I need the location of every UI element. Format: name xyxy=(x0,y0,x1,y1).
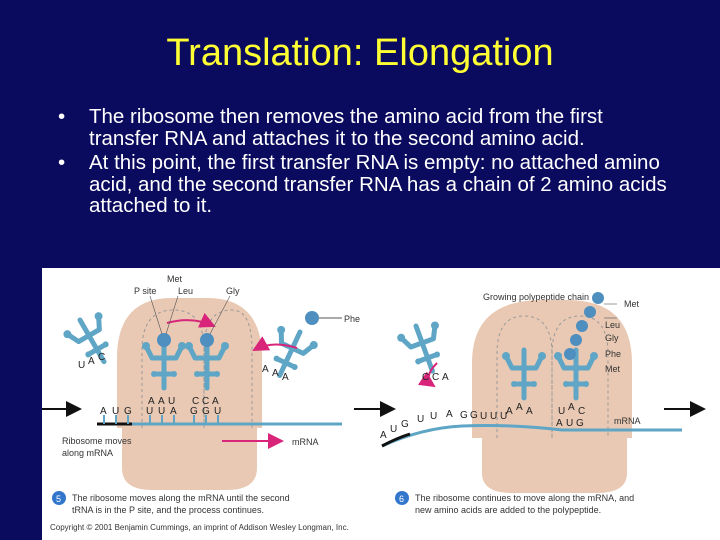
free-anticodon-a: A xyxy=(88,356,95,367)
codon-p-2: U xyxy=(158,406,165,417)
gly-label-left: Gly xyxy=(226,286,240,296)
p-anticodon-3: U xyxy=(168,396,175,407)
translation-figure: P site Met Leu Gly Phe U A C A A A A A U… xyxy=(42,268,720,540)
free-anticodon-r1: C xyxy=(422,372,429,383)
codon-a-r2: U xyxy=(566,418,573,429)
a-anticodon-3: A xyxy=(212,396,219,407)
leu-label-left: Leu xyxy=(178,286,193,296)
mrna-base-r4: U xyxy=(417,414,424,425)
a-anticodon-r3: C xyxy=(578,406,585,417)
codon-a-2: G xyxy=(202,406,210,417)
codon-a-1: G xyxy=(190,406,198,417)
amino-gly-left xyxy=(200,333,214,347)
p-anticodon-2: A xyxy=(158,396,165,407)
codon-p-3: A xyxy=(170,406,177,417)
incoming-anticodon-3: A xyxy=(282,372,289,383)
polypeptide-chain xyxy=(564,292,604,360)
met2-label-right: Met xyxy=(605,364,621,374)
exiting-trna-right xyxy=(395,318,453,378)
a-anticodon-r2: A xyxy=(568,402,575,413)
codon-p-1: U xyxy=(146,406,153,417)
codon-left-2: U xyxy=(112,406,119,417)
step-6-number: 6 xyxy=(399,494,404,504)
codon-a-r1: A xyxy=(556,418,563,429)
bullet-text: The ribosome then removes the amino acid… xyxy=(89,105,603,150)
a-anticodon-1: C xyxy=(192,396,199,407)
free-anticodon-r2: C xyxy=(432,372,439,383)
p-anticodon-r3: A xyxy=(526,406,533,417)
bullet-list: • The ribosome then removes the amino ac… xyxy=(58,106,678,220)
p-site-label: P site xyxy=(134,286,156,296)
p-anticodon-1: A xyxy=(148,396,155,407)
leu-label-right: Leu xyxy=(605,320,620,330)
free-anticodon-r3: A xyxy=(442,372,449,383)
mrna-base-r10: U xyxy=(490,411,497,422)
p-anticodon-r1: A xyxy=(506,406,513,417)
mrna-base-r3: G xyxy=(401,419,409,430)
caption-5-line2: tRNA is in the P site, and the process c… xyxy=(72,505,264,515)
along-mrna-label: along mRNA xyxy=(62,448,113,458)
caption-6-line1: The ribosome continues to move along the… xyxy=(415,493,634,503)
ribosome-right-base xyxy=(482,438,627,493)
ribosome-moves-label: Ribosome moves xyxy=(62,436,132,446)
codon-a-r3: G xyxy=(576,418,584,429)
incoming-anticodon-2: A xyxy=(272,368,279,379)
amino-phe-left xyxy=(305,311,319,325)
ribosome-left xyxy=(117,298,262,428)
a-anticodon-2: C xyxy=(202,396,209,407)
mrna-base-r9: U xyxy=(480,411,487,422)
codon-left-3: G xyxy=(124,406,132,417)
step-6-badge xyxy=(395,491,409,505)
a-anticodon-r1: U xyxy=(558,406,565,417)
incoming-trna xyxy=(260,323,320,385)
phe-label-left: Phe xyxy=(344,314,360,324)
left-panel: P site Met Leu Gly Phe U A C A A A A A U… xyxy=(42,274,360,515)
mrna-base-r6: A xyxy=(446,409,453,420)
bullet-text: At this point, the first transfer RNA is… xyxy=(89,151,667,217)
phe-label-right: Phe xyxy=(605,349,621,359)
mrna-base-r5: U xyxy=(430,411,437,422)
gly-label-right: Gly xyxy=(605,333,619,343)
growing-chain-label: Growing polypeptide chain xyxy=(483,292,589,302)
copyright-notice: Copyright © 2001 Benjamin Cummings, an i… xyxy=(50,523,349,532)
step-5-number: 5 xyxy=(56,494,61,504)
amino-met-left xyxy=(157,333,171,347)
right-panel: Growing polypeptide chain Met Leu Gly Ph… xyxy=(354,292,706,515)
caption-6-line2: new amino acids are added to the polypep… xyxy=(415,505,601,515)
bullet-dot: • xyxy=(58,105,66,128)
mrna-label-right: mRNA xyxy=(614,416,641,426)
codon-a-3: U xyxy=(214,406,221,417)
codon-left-1: A xyxy=(100,406,107,417)
mrna-base-r8: G xyxy=(470,410,478,421)
bullet-dot: • xyxy=(58,151,66,174)
met-label-right: Met xyxy=(624,299,640,309)
ribosome-left-base xyxy=(122,428,257,490)
mrna-base-r11: U xyxy=(500,411,507,422)
p-anticodon-r2: A xyxy=(516,402,523,413)
slide-title: Translation: Elongation xyxy=(166,32,554,74)
mrna-base-r1: A xyxy=(380,430,387,441)
free-anticodon-u: U xyxy=(78,360,85,371)
met-label-left: Met xyxy=(167,274,183,284)
bullet-item: • At this point, the first transfer RNA … xyxy=(58,152,678,217)
mrna-base-r7: G xyxy=(460,410,468,421)
mrna-base-r2: U xyxy=(390,424,397,435)
caption-5-line1: The ribosome moves along the mRNA until … xyxy=(72,493,290,503)
free-anticodon-c: C xyxy=(98,352,105,363)
bullet-item: • The ribosome then removes the amino ac… xyxy=(58,106,678,149)
mrna-label-left: mRNA xyxy=(292,437,319,447)
step-5-badge xyxy=(52,491,66,505)
figure-svg: P site Met Leu Gly Phe U A C A A A A A U… xyxy=(42,274,706,532)
incoming-anticodon-1: A xyxy=(262,364,269,375)
